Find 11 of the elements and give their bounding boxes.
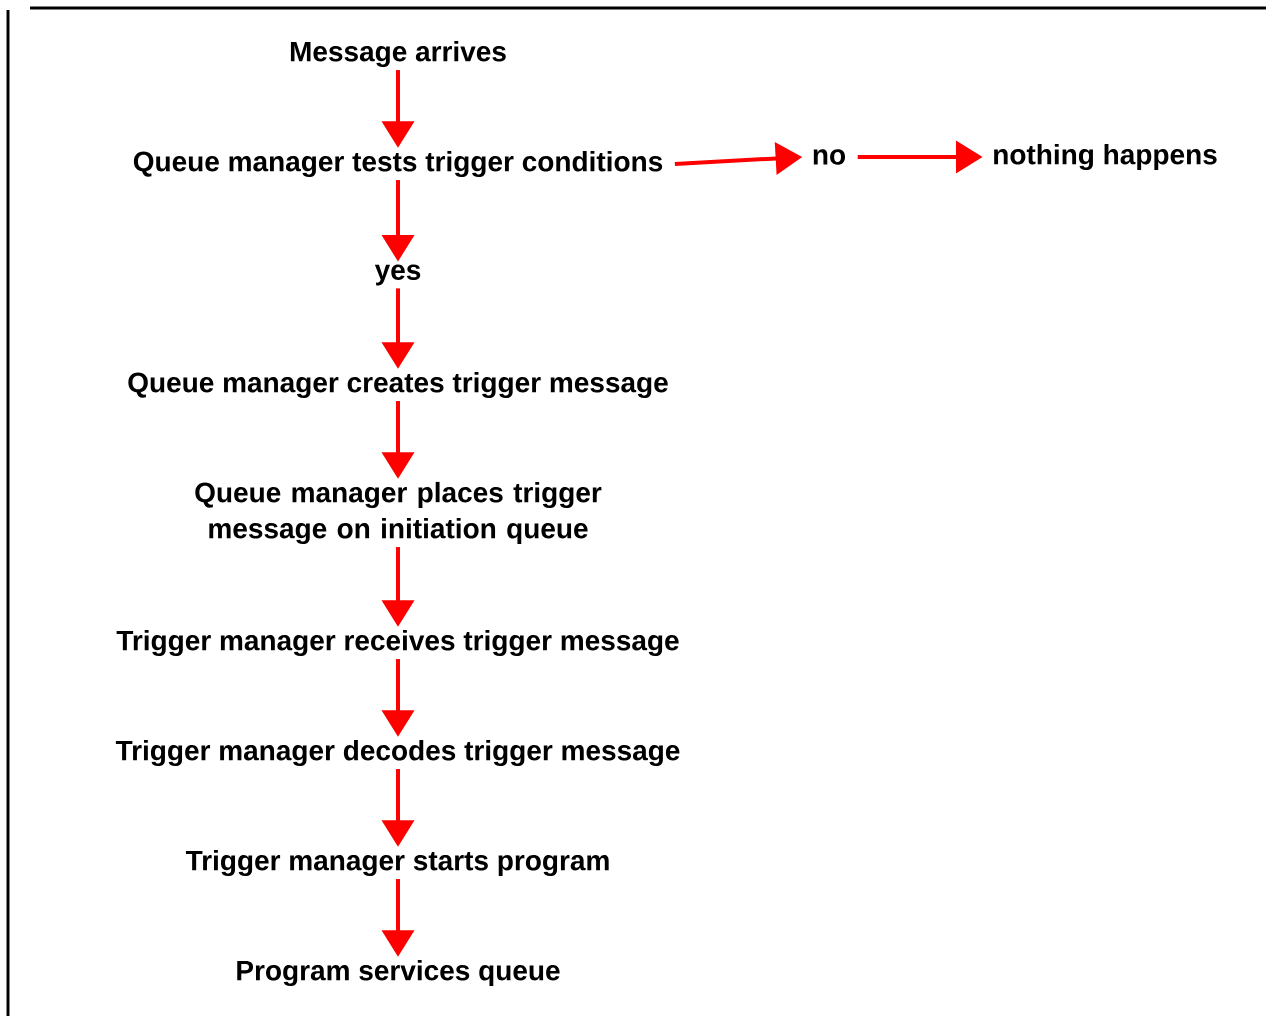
step-text: Queue manager creates trigger message [128,371,668,399]
step-text: yes [374,264,421,286]
step-text: Queue manager places trigger message on initiation queue [195,481,602,545]
step-text: Queue manager tests trigger conditions [133,150,663,178]
step-text: nothing happens [994,143,1217,171]
step-text: Message arrives [290,40,506,68]
step-text: Trigger manager starts program [185,849,609,877]
step-text: Program services queue [237,959,560,987]
step-text: Trigger manager receives trigger message [116,629,679,657]
step-text: Trigger manager decodes trigger message [115,739,680,767]
step-text: no [813,149,846,165]
